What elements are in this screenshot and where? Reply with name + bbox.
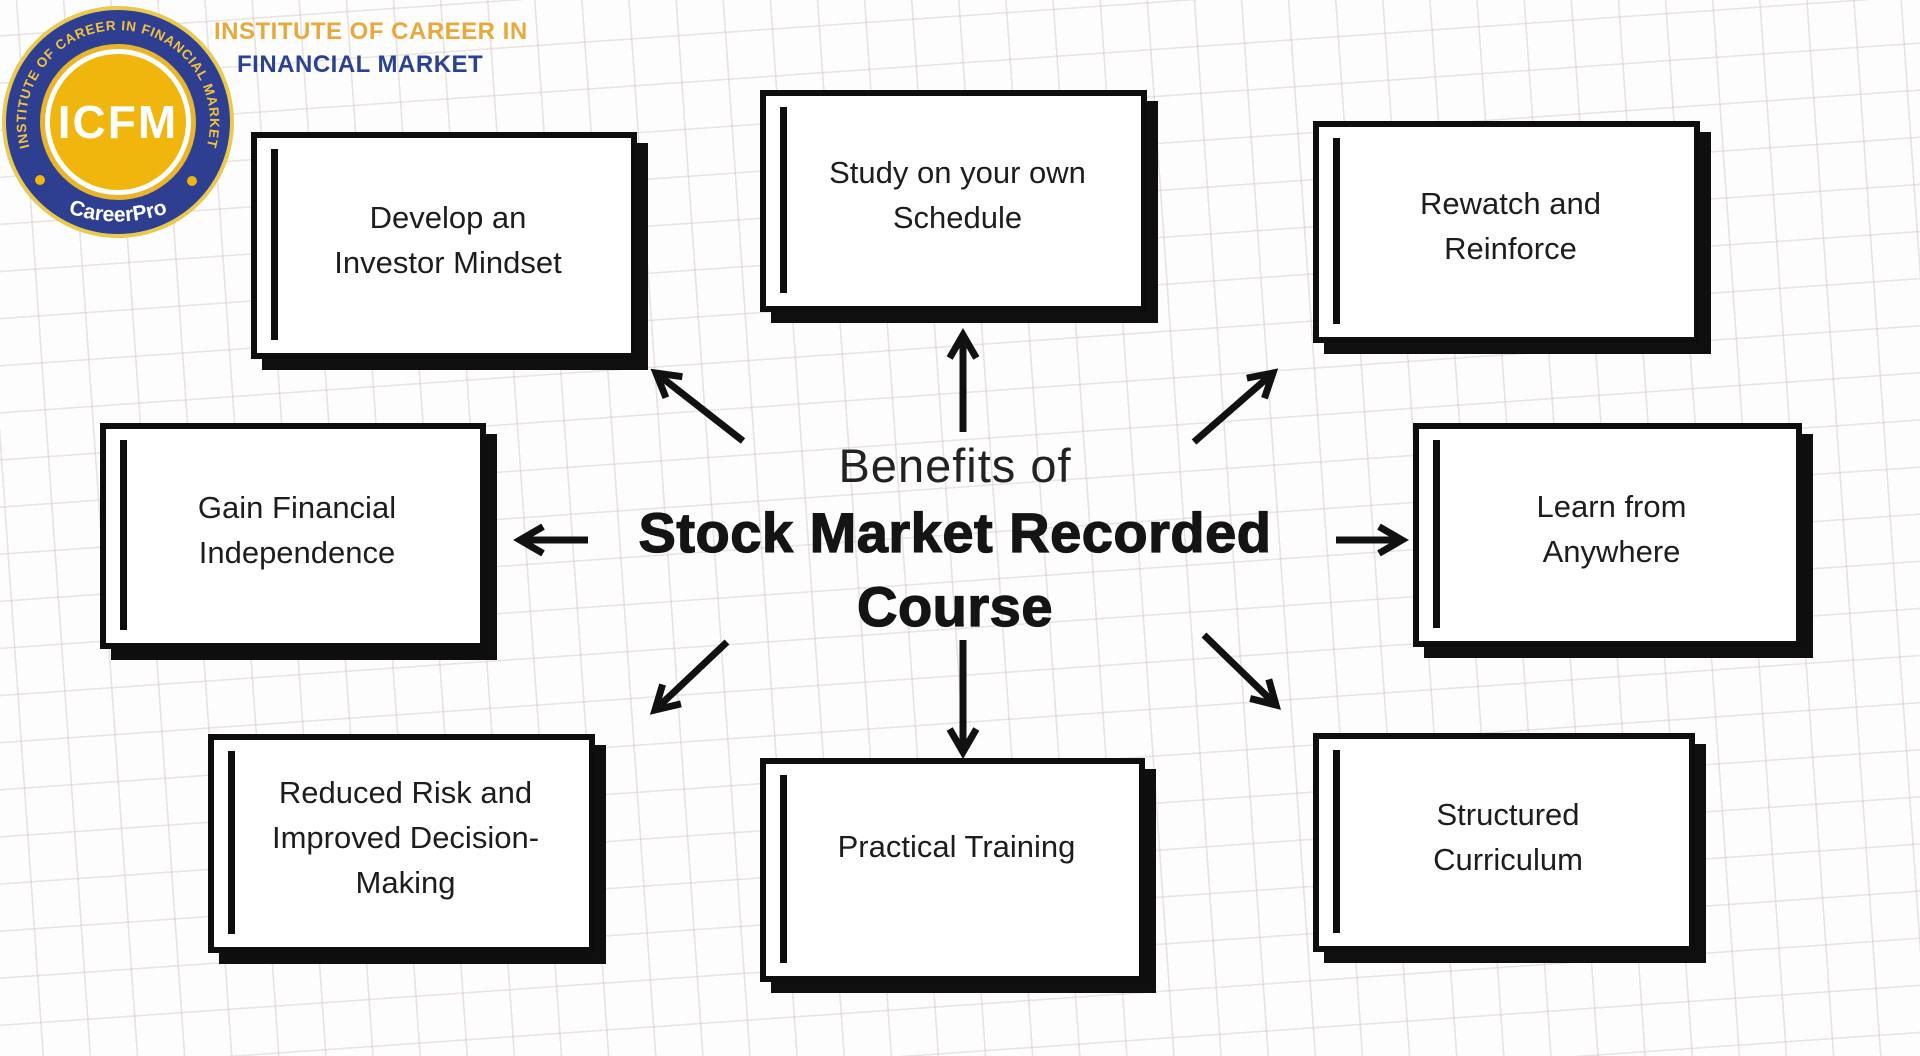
benefit-label: Gain Financial Independence [197,490,397,570]
benefit-box-reduced-risk-decision-making: Reduced Risk and Improved Decision- Maki… [208,734,595,953]
benefit-label: Practical Training [837,828,1076,864]
box-accent-bar [780,775,787,963]
title-line-3: Course [856,574,1053,638]
benefit-label: Structured Curriculum [1433,796,1583,877]
logo-monogram: ICFM [58,96,178,148]
box-accent-bar [120,440,127,630]
logo-right-dot [187,176,197,186]
box-accent-bar [780,107,787,293]
brand-wordmark: INSTITUTE OF CAREER IN FINANCIAL MARKET [214,20,528,77]
brand-name-line2: FINANCIAL MARKET [237,51,484,78]
benefit-label: Rewatch and Reinforce [1420,186,1601,266]
brand-name-line1: INSTITUTE OF CAREER IN [214,18,528,45]
benefit-box-practical-training: Practical Training [760,758,1145,982]
benefit-box-rewatch-reinforce: Rewatch and Reinforce [1313,121,1700,343]
benefit-label: Study on your own Schedule [829,155,1086,235]
box-accent-bar [1333,750,1340,933]
benefit-label: Learn from Anywhere [1536,489,1687,569]
title-line-1: Benefits of [838,439,1072,492]
box-accent-bar [228,751,235,934]
benefit-box-learn-from-anywhere: Learn from Anywhere [1413,423,1802,647]
logo-left-dot [35,175,45,185]
benefit-box-gain-financial-independence: Gain Financial Independence [100,423,486,649]
icfm-logo: INSTITUTE OF CAREER IN FINANCIAL MARKET … [2,6,234,238]
box-accent-bar [1333,138,1340,324]
benefit-box-develop-investor-mindset: Develop an Investor Mindset [251,132,637,359]
title-line-2: Stock Market Recorded [638,500,1272,564]
central-title: Benefits of Stock Market Recorded Course [638,436,1272,644]
benefit-box-structured-curriculum: Structured Curriculum [1313,733,1695,952]
box-accent-bar [271,149,278,340]
box-accent-bar [1433,440,1440,628]
logo-center-disc [50,54,186,190]
benefit-label: Develop an Investor Mindset [334,199,562,280]
benefit-box-study-own-schedule: Study on your own Schedule [760,90,1147,312]
benefit-label: Reduced Risk and Improved Decision- Maki… [271,775,540,900]
